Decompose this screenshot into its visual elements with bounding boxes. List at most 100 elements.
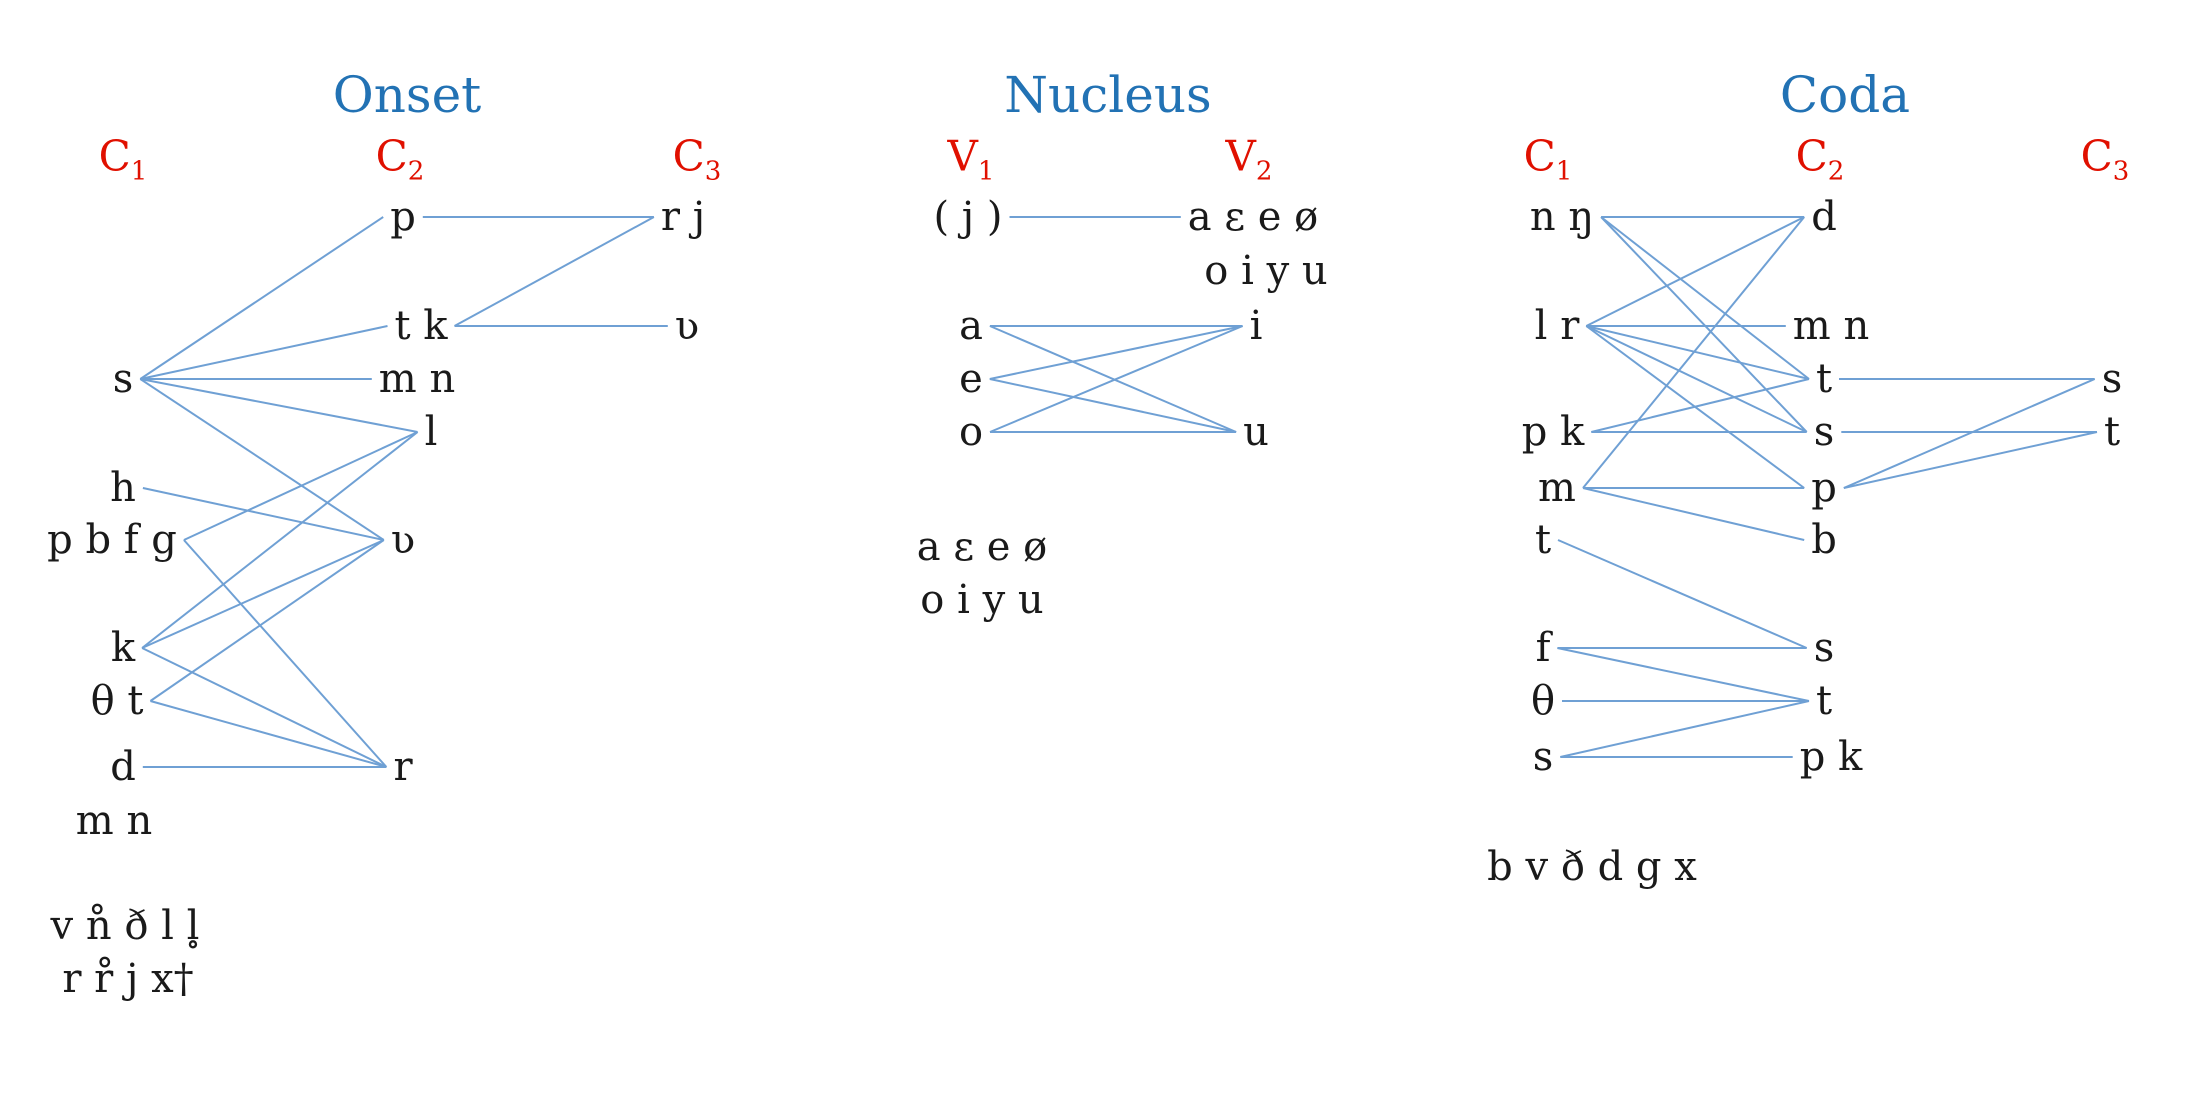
edge-coda-pk-t-c2a bbox=[1591, 378, 1810, 433]
phoneme-node-coda-p: p bbox=[1811, 465, 1837, 511]
edge-onset-tht-v-c2 bbox=[149, 539, 385, 702]
edge-onset-s-v-c2 bbox=[139, 378, 385, 541]
phoneme-node-onset-rare-2: r r̊ j x† bbox=[62, 956, 194, 1002]
edge-coda-f-t-c2b bbox=[1557, 647, 1810, 702]
phoneme-node-coda-pk: p k bbox=[1521, 409, 1585, 455]
edge-coda-lr-p bbox=[1585, 325, 1805, 489]
edge-onset-s-l bbox=[140, 378, 418, 433]
phoneme-node-nucleus-u: u bbox=[1243, 409, 1269, 455]
edge-coda-p-t-c3 bbox=[1843, 431, 2098, 489]
column-header-base: C bbox=[672, 131, 705, 181]
phoneme-node-onset-k: k bbox=[110, 625, 136, 671]
phoneme-node-coda-t-c2a: t bbox=[1815, 356, 1833, 402]
column-header-subscript: 2 bbox=[1827, 156, 1845, 187]
edge-onset-pbfg-r bbox=[183, 539, 388, 768]
column-header-subscript: 1 bbox=[977, 156, 995, 187]
section-title-onset: Onset bbox=[332, 66, 482, 124]
edge-onset-pbfg-l bbox=[183, 431, 419, 541]
phoneme-node-nucleus-v2-row1: a ɛ e ø bbox=[1187, 194, 1319, 240]
phoneme-node-coda-s-c3: s bbox=[2101, 356, 2123, 402]
column-header-subscript: 2 bbox=[1255, 156, 1273, 187]
phoneme-node-onset-d: d bbox=[110, 744, 136, 790]
phoneme-node-onset-v-c3: ʋ bbox=[674, 303, 700, 349]
column-header-base: V bbox=[1225, 131, 1256, 181]
phoneme-node-nucleus-mono-row1: a ɛ e ø bbox=[916, 524, 1048, 570]
column-header-base: C bbox=[2080, 131, 2113, 181]
column-header-base: C bbox=[1523, 131, 1556, 181]
phoneme-node-nucleus-o: o bbox=[958, 409, 984, 455]
edge-coda-lr-t-c2a bbox=[1586, 325, 1810, 380]
edge-onset-tht-r bbox=[150, 700, 387, 768]
column-header-onset-c1: C1 bbox=[99, 131, 148, 186]
edge-nucleus-e-i bbox=[989, 325, 1243, 380]
phoneme-node-coda-pk-c2: p k bbox=[1799, 734, 1863, 780]
phoneme-node-nucleus-i: i bbox=[1249, 303, 1263, 349]
phoneme-node-onset-tht: θ t bbox=[90, 678, 144, 724]
section-title-nucleus: Nucleus bbox=[1004, 66, 1212, 124]
column-header-subscript: 3 bbox=[704, 156, 722, 187]
edge-coda-s-c1-t-c2b bbox=[1560, 700, 1810, 758]
phoneme-node-onset-h: h bbox=[110, 465, 136, 511]
edge-onset-k-l bbox=[141, 431, 419, 649]
edge-coda-m-d bbox=[1582, 216, 1805, 489]
phoneme-node-onset-p: p bbox=[390, 194, 416, 240]
edge-nucleus-o-i bbox=[989, 325, 1243, 433]
edge-coda-t-c1-s-c2b bbox=[1557, 539, 1808, 649]
edge-coda-lr-s-c2a bbox=[1585, 325, 1808, 433]
phoneme-node-coda-theta: θ bbox=[1530, 678, 1556, 724]
column-header-onset-c3: C3 bbox=[673, 131, 722, 186]
phoneme-node-coda-b: b bbox=[1811, 517, 1837, 563]
column-header-base: V bbox=[947, 131, 978, 181]
edge-onset-tk-rj bbox=[454, 216, 655, 327]
edge-coda-m-b bbox=[1582, 487, 1805, 541]
edge-onset-h-v-c2 bbox=[142, 487, 385, 541]
column-header-nucleus-v1: V1 bbox=[948, 131, 995, 186]
column-header-coda-c1: C1 bbox=[1524, 131, 1573, 186]
column-header-subscript: 1 bbox=[130, 156, 148, 187]
phoneme-node-nucleus-mono-row2: o i y u bbox=[920, 577, 1044, 623]
phoneme-node-nucleus-a: a bbox=[959, 303, 983, 349]
column-header-subscript: 2 bbox=[407, 156, 425, 187]
phoneme-node-onset-r: r bbox=[393, 744, 413, 790]
edge-nucleus-a-u bbox=[989, 325, 1237, 433]
phoneme-node-onset-pbfg: p b f g bbox=[47, 517, 177, 563]
column-header-onset-c2: C2 bbox=[376, 131, 425, 186]
column-header-coda-c3: C3 bbox=[2081, 131, 2130, 186]
column-header-nucleus-v2: V2 bbox=[1226, 131, 1273, 186]
phoneme-node-coda-mn: m n bbox=[1792, 303, 1870, 349]
phoneme-node-coda-ng: n ŋ bbox=[1529, 194, 1595, 240]
phoneme-node-coda-m: m bbox=[1538, 465, 1576, 511]
phoneme-node-onset-mn-c2: m n bbox=[378, 356, 456, 402]
phoneme-node-onset-l: l bbox=[424, 409, 438, 455]
edge-onset-k-r bbox=[141, 647, 387, 768]
phoneme-node-nucleus-e: e bbox=[959, 356, 983, 402]
phoneme-node-nucleus-j: ( j ) bbox=[933, 194, 1003, 240]
column-header-coda-c2: C2 bbox=[1796, 131, 1845, 186]
phoneme-node-coda-s-c2a: s bbox=[1813, 409, 1835, 455]
edge-onset-s-p bbox=[139, 216, 384, 380]
phoneme-node-onset-tk: t k bbox=[394, 303, 448, 349]
phoneme-node-coda-t-c1: t bbox=[1534, 517, 1552, 563]
edge-onset-k-v-c2 bbox=[141, 539, 385, 649]
phoneme-node-nucleus-v2-row2: o i y u bbox=[1204, 248, 1328, 294]
phoneme-node-coda-s-c2b: s bbox=[1813, 625, 1835, 671]
edge-coda-lr-d bbox=[1585, 216, 1805, 327]
phoneme-node-coda-d: d bbox=[1811, 194, 1837, 240]
column-header-base: C bbox=[98, 131, 131, 181]
edge-nucleus-e-u bbox=[989, 378, 1237, 433]
column-header-subscript: 3 bbox=[2112, 156, 2130, 187]
phoneme-node-onset-rare-1: v n̊ ð l l̥ bbox=[50, 903, 200, 949]
phoneme-node-coda-f: f bbox=[1535, 625, 1551, 671]
edge-onset-s-tk bbox=[140, 325, 388, 380]
phoneme-node-onset-mn-c1: m n bbox=[75, 798, 153, 844]
section-title-coda: Coda bbox=[1779, 66, 1911, 124]
phoneme-node-coda-t-c2b: t bbox=[1815, 678, 1833, 724]
phoneme-node-coda-s-c1: s bbox=[1532, 734, 1554, 780]
column-header-base: C bbox=[1795, 131, 1828, 181]
phoneme-node-onset-s: s bbox=[112, 356, 134, 402]
phoneme-node-onset-v-c2: ʋ bbox=[390, 517, 416, 563]
column-header-subscript: 1 bbox=[1555, 156, 1573, 187]
edge-coda-ng-s-c2a bbox=[1600, 216, 1808, 433]
